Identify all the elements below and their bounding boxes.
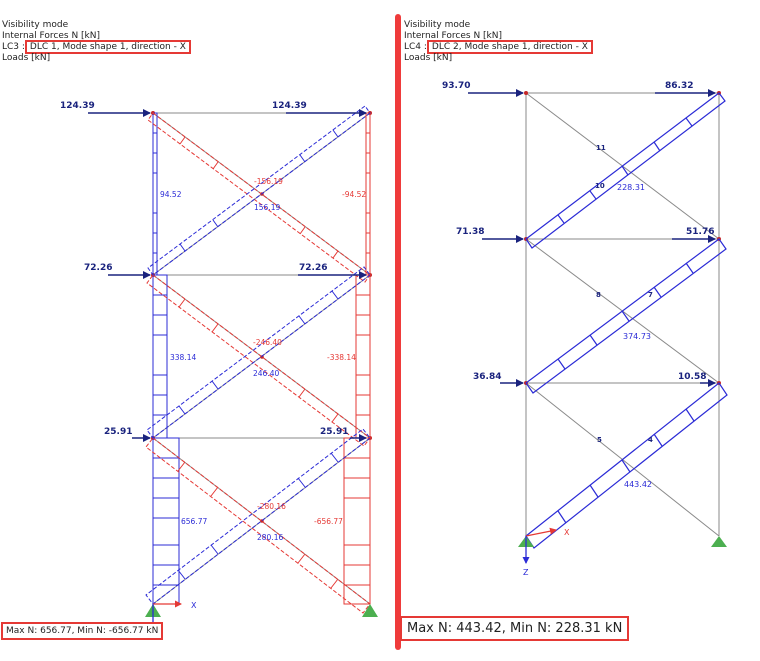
left-force-label: -94.52: [342, 190, 366, 199]
right-axis-z-label: Z: [523, 568, 529, 577]
right-axis-indicator: X Z: [522, 527, 570, 577]
right-lc-label: LC4 :: [404, 42, 427, 52]
right-load-label: 86.32: [665, 81, 693, 91]
right-axis-x-label: X: [564, 528, 570, 537]
left-visibility-mode: Visibility mode: [2, 20, 69, 30]
left-force-label: -338.14: [327, 353, 356, 362]
left-axis-x-label: X: [191, 601, 197, 610]
left-lc-label: LC3 :: [2, 42, 25, 52]
right-info-panel: Visibility mode Internal Forces N [kN] L…: [404, 20, 593, 64]
left-supports: [145, 604, 378, 617]
left-load-label: 25.91: [320, 427, 348, 437]
right-loads-title: Loads [kN]: [404, 53, 453, 63]
member-number: 10: [595, 182, 605, 190]
left-load-label: 124.39: [272, 101, 307, 111]
right-load-label: 51.76: [686, 227, 714, 237]
left-load-label: 25.91: [104, 427, 132, 437]
left-force-label: 246.40: [253, 369, 279, 378]
right-supports: [518, 536, 727, 547]
left-force-label: 656.77: [181, 517, 207, 526]
left-force-label: 338.14: [170, 353, 196, 362]
right-lc-description: DLC 2, Mode shape 1, direction - X: [426, 40, 593, 54]
left-force-label: -156.19: [254, 177, 283, 186]
right-force-label: 228.31: [617, 183, 645, 192]
left-force-label: -246.40: [253, 338, 282, 347]
left-diagonal-force-diagrams: [145, 105, 371, 614]
left-force-label: 94.52: [160, 190, 182, 199]
right-force-label: 374.73: [623, 332, 651, 341]
left-info-panel: Visibility mode Internal Forces N [kN] L…: [2, 20, 191, 64]
left-lc-description: DLC 1, Mode shape 1, direction - X: [24, 40, 191, 54]
right-force-label: 443.42: [624, 480, 652, 489]
right-force-values: 228.31 374.73 443.42: [617, 183, 652, 489]
member-number: 8: [596, 291, 601, 299]
left-force-label: -656.77: [314, 517, 343, 526]
right-member-numbers: 11 10 8 7 5 4: [595, 144, 653, 444]
right-load-label: 93.70: [442, 81, 470, 91]
left-load-arrows: [88, 109, 367, 442]
right-load-label: 10.58: [678, 372, 706, 382]
left-load-values: 124.39 124.39 72.26 72.26 25.91 25.91: [60, 101, 348, 437]
left-load-label: 72.26: [299, 263, 327, 273]
left-force-label: -280.16: [257, 502, 286, 511]
left-summary-box: Max N: 656.77, Min N: -656.77 kN: [1, 622, 164, 640]
member-number: 4: [648, 436, 653, 444]
left-force-label: 280.16: [257, 533, 283, 542]
right-visibility-mode: Visibility mode: [404, 20, 471, 30]
right-internal-forces-title: Internal Forces N [kN]: [404, 31, 503, 41]
left-loads-title: Loads [kN]: [2, 53, 51, 63]
panel-divider: [395, 14, 401, 650]
left-force-values: 94.52 -94.52 -156.19 156.19 338.14 -338.…: [160, 177, 366, 542]
right-load-label: 71.38: [456, 227, 484, 237]
member-number: 11: [596, 144, 606, 152]
left-force-label: 156.19: [254, 203, 280, 212]
member-number: 5: [597, 436, 602, 444]
left-load-label: 124.39: [60, 101, 95, 111]
left-load-label: 72.26: [84, 263, 112, 273]
right-summary-box: Max N: 443.42, Min N: 228.31 kN: [400, 616, 630, 641]
right-load-values: 93.70 86.32 71.38 51.76 36.84 10.58: [442, 81, 714, 382]
right-frame: [524, 91, 721, 537]
member-number: 7: [648, 291, 653, 299]
right-load-label: 36.84: [473, 372, 501, 382]
left-internal-forces-title: Internal Forces N [kN]: [2, 31, 101, 41]
right-load-arrows: [468, 89, 716, 387]
